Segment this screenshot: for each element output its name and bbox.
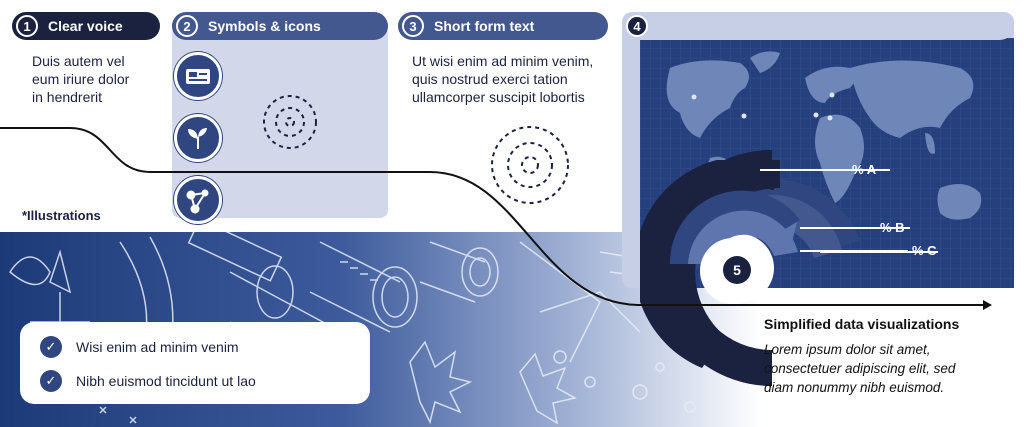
illustrations-label: *Illustrations [22,208,101,223]
section-2-title: Symbols & icons [208,18,321,34]
label-leader-lines [760,169,908,252]
section-2-header: 2 Symbols & icons [172,12,388,40]
section-3-header: 3 Short form text [398,12,608,40]
check-icon: ✓ [40,370,62,392]
section-2-number: 2 [176,15,198,37]
label-a: % A [852,162,877,177]
data-viz-text: Lorem ipsum dolor sit amet, consectetuer… [764,340,955,397]
section-1-title: Clear voice [48,18,123,34]
label-b: % B [880,220,905,235]
data-viz-line: diam nonummy nibh euismod. [764,380,945,395]
section-1-line: in hendrerit [32,89,103,105]
checklist-card [20,322,370,404]
data-viz-title: Simplified data visualizations [764,316,960,332]
section-1-line: eum iriure dolor [32,71,130,87]
section-3-number: 3 [402,15,424,37]
section-1-number: 1 [16,15,38,37]
label-c: % C [912,243,937,258]
data-viz-line: consectetuer adipiscing elit, sed [764,361,956,376]
section-3-text: Ut wisi enim ad minim venim, quis nostru… [412,52,593,106]
data-viz-line: Lorem ipsum dolor sit amet, [764,342,931,357]
section-3-title: Short form text [434,18,535,34]
section-3-line: quis nostrud exerci tation [412,71,568,87]
id-card-icon [174,52,222,100]
network-icon [174,176,222,224]
checklist-item: ✓ Wisi enim ad minim venim [40,336,239,358]
plant-icon [174,114,222,162]
section-4-header: 4 [622,12,1014,40]
checklist-item: ✓ Nibh euismod tincidunt ut lao [40,370,256,392]
check-icon: ✓ [40,336,62,358]
section-3-line: ullamcorper suscipit lobortis [412,89,585,105]
section-4-number: 4 [626,15,648,37]
section-1-text: Duis autem vel eum iriure dolor in hendr… [32,52,129,106]
checklist-item-label: Wisi enim ad minim venim [76,339,239,355]
section-3-line: Ut wisi enim ad minim venim, [412,53,594,69]
section-1-line: Duis autem vel [32,53,125,69]
checklist-item-label: Nibh euismod tincidunt ut lao [76,373,256,389]
chart-number-badge: 5 [723,256,751,284]
section-1-header: 1 Clear voice [12,12,160,40]
